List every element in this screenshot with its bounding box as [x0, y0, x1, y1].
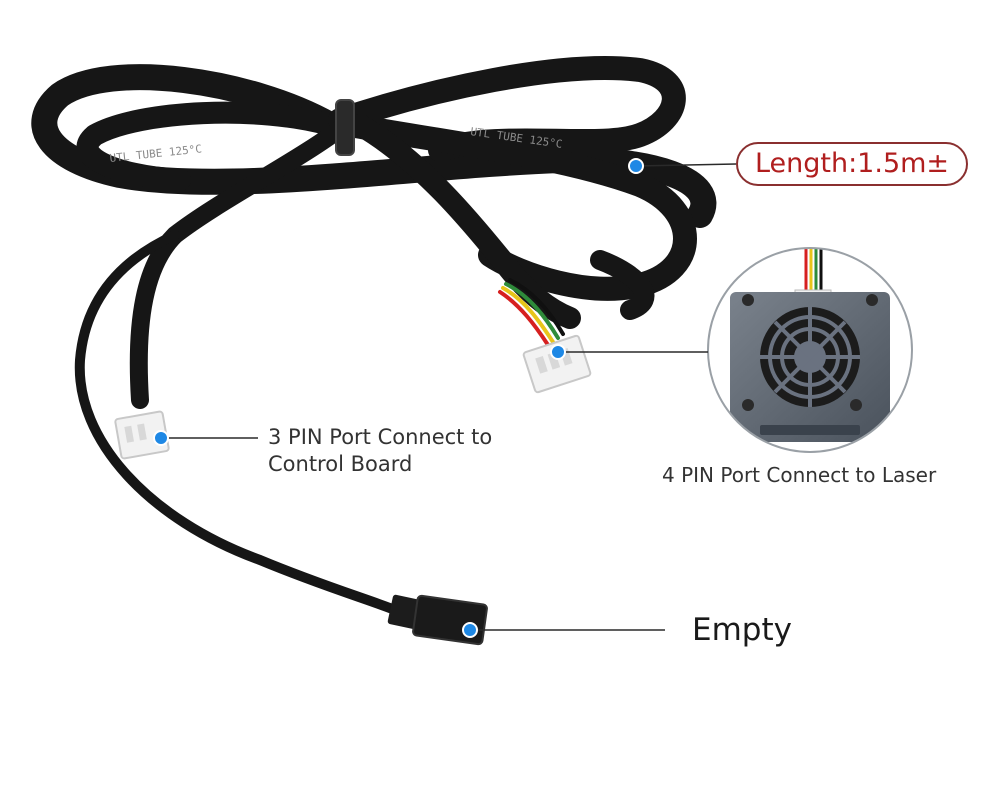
three-pin-port-label-line2: Control Board — [268, 452, 413, 477]
three-pin-port-label-line1: 3 PIN Port Connect to — [268, 425, 493, 449]
callout-markers — [153, 158, 644, 638]
cable-print-text: UTL TUBE 125°C — [109, 142, 203, 165]
marker-empty — [462, 622, 478, 638]
marker-4pin — [550, 344, 566, 360]
laser-module-inset — [707, 247, 913, 453]
marker-3pin — [153, 430, 169, 446]
three-pin-port-label: 3 PIN Port Connect to Control Board — [268, 424, 492, 479]
cable-tie — [335, 99, 355, 156]
four-pin-connector — [522, 334, 592, 394]
leader-lines — [162, 163, 737, 631]
four-pin-wires — [498, 278, 565, 347]
coiled-cable — [31, 56, 717, 615]
length-badge: Length:1.5m± — [736, 142, 968, 186]
three-pin-connector — [114, 410, 170, 460]
marker-length — [628, 158, 644, 174]
four-pin-port-label: 4 PIN Port Connect to Laser — [662, 463, 937, 487]
empty-connector-label: Empty — [692, 612, 792, 648]
